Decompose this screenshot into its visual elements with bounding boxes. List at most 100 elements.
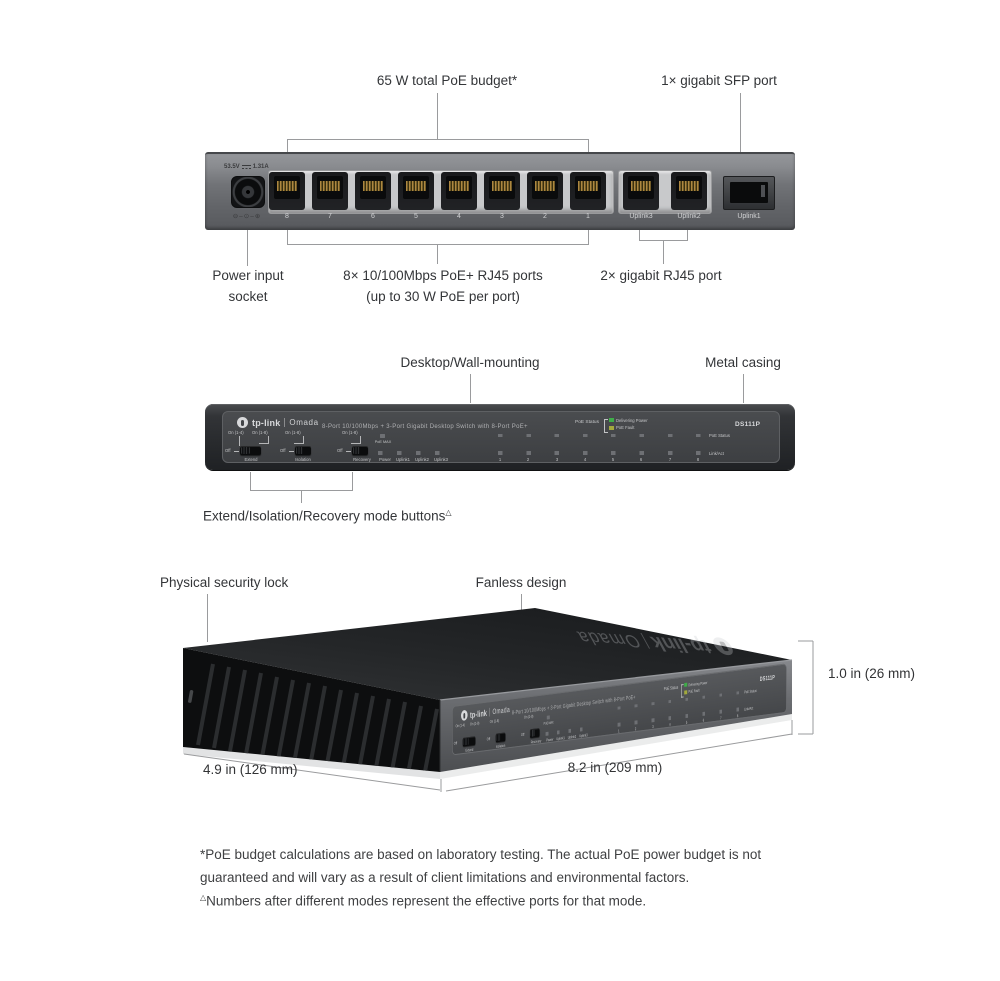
rj45-port xyxy=(398,172,434,210)
callout-metal-casing: Metal casing xyxy=(705,355,781,370)
callout-poe-budget: 65 W total PoE budget* xyxy=(376,73,518,88)
port-number: 8 xyxy=(285,213,289,220)
brand-text: tp-link xyxy=(252,417,281,428)
sfp-port xyxy=(723,176,775,210)
port-led-number: 3 xyxy=(652,724,654,729)
rj45-port xyxy=(527,172,563,210)
callout-line xyxy=(740,93,741,173)
port-led-number: 2 xyxy=(634,726,637,732)
switch-bracket xyxy=(351,436,361,444)
legend-label: PoE Status xyxy=(663,685,679,693)
base-strip-front xyxy=(440,714,792,779)
isolation-on-label: On (1-8) xyxy=(489,718,500,724)
port-led-number: 5 xyxy=(611,457,615,462)
switch-bracket xyxy=(259,436,269,444)
family-text: Omada xyxy=(492,705,510,717)
legend-yellow-icon xyxy=(609,425,614,430)
poe-max-led xyxy=(546,715,550,720)
security-lock-slot xyxy=(188,689,194,703)
poe-max-label: PoE MAX xyxy=(374,439,392,444)
switch-tick xyxy=(239,436,240,446)
poe-max-led xyxy=(380,434,385,438)
callout-line xyxy=(663,240,664,264)
base-strip-left xyxy=(183,747,440,779)
callout-rj45-detail: (up to 30 W PoE per port) xyxy=(366,289,520,304)
family-text: Omada xyxy=(572,627,645,652)
legend-green-label: Delivering Power xyxy=(616,417,648,423)
port-led-number: 1 xyxy=(498,457,502,462)
dim-height: 1.0 in (26 mm) xyxy=(828,666,916,681)
panel-subtitle: 8-Port 10/100Mbps + 3-Port Gigabit Deskt… xyxy=(322,424,528,430)
recovery-switch xyxy=(530,728,540,738)
rj45-port xyxy=(312,172,348,210)
logo-divider xyxy=(284,418,286,427)
callout-line xyxy=(743,374,744,403)
extend-name: Extend xyxy=(244,457,258,462)
polarity-icon: ⊖–⊙–⊕ xyxy=(232,213,262,220)
extend-on1-label: On (1-4) xyxy=(228,430,244,435)
dim-depth: 4.9 in (126 mm) xyxy=(203,762,298,777)
family-text: Omada xyxy=(289,418,319,427)
uplink3-label: Uplink3 xyxy=(434,457,448,462)
callout-line xyxy=(639,230,640,240)
extend-switch xyxy=(462,736,476,747)
depth-line xyxy=(183,753,441,791)
callout-rj45-ports: 8× 10/100Mbps PoE+ RJ45 ports xyxy=(343,268,543,283)
callout-fanless: Fanless design xyxy=(475,575,567,590)
callout-sfp-port: 1× gigabit SFP port xyxy=(661,73,777,88)
callout-line xyxy=(352,472,353,490)
port-number: 4 xyxy=(457,213,461,220)
uplink1-label: Uplink1 xyxy=(737,213,761,220)
model-label: DS111P xyxy=(735,421,761,428)
legend-green-icon xyxy=(684,682,687,687)
isolation-switch[interactable] xyxy=(295,446,311,455)
callout-line xyxy=(207,594,208,642)
switch-bracket xyxy=(294,436,304,444)
port-led-number: 7 xyxy=(668,457,672,462)
uplink3-port xyxy=(623,172,659,210)
mode-buttons-footnote-marker: △ xyxy=(445,508,452,517)
logo: tp-link Omada xyxy=(237,416,319,429)
row-poe-label: PoE Status xyxy=(709,433,730,438)
rj45-port xyxy=(355,172,391,210)
footnote-marker: △ xyxy=(200,893,207,902)
legend-yellow-icon xyxy=(684,689,687,694)
port-led-number: 3 xyxy=(555,457,559,462)
port-led-number: 6 xyxy=(639,457,643,462)
uplink2-label: Uplink2 xyxy=(415,457,429,462)
isolation-name: Isolation xyxy=(295,457,311,462)
off-dash xyxy=(346,451,351,452)
voltage-label: 53.5V xyxy=(224,164,240,170)
port-led-number: 4 xyxy=(583,457,587,462)
extend-on1-label: On (1-4) xyxy=(455,722,465,729)
port-led-number: 8 xyxy=(736,713,739,719)
port-led-number: 7 xyxy=(720,715,722,721)
extend-name: Extend xyxy=(465,746,474,753)
isolation-name: Isolation xyxy=(495,742,506,749)
front-top-edge xyxy=(439,659,793,701)
row-link-label: Link/Act xyxy=(744,705,754,712)
port-number: 7 xyxy=(328,213,332,220)
uplink2-label: Uplink2 xyxy=(677,213,701,220)
rj45-port xyxy=(570,172,606,210)
extend-on2-label: On (1-8) xyxy=(470,720,480,727)
uplink2-port xyxy=(671,172,707,210)
brand-text: tp-link xyxy=(646,631,716,658)
callout-security-lock: Physical security lock xyxy=(160,575,289,590)
extend-switch[interactable] xyxy=(240,446,261,455)
extend-off-label: Off xyxy=(225,448,231,453)
recovery-on-label: On (1-8) xyxy=(342,430,358,435)
mode-buttons-text: Extend/Isolation/Recovery mode buttons xyxy=(203,508,446,524)
recovery-switch[interactable] xyxy=(352,446,368,455)
front-panel: tp-link Omada 8-Port 10/100Mbps + 3-Port… xyxy=(222,411,780,463)
callout-line xyxy=(437,93,438,139)
dc-symbol-icon xyxy=(241,164,251,170)
rj45-port xyxy=(441,172,477,210)
tplink-logo-icon xyxy=(461,709,468,722)
port-led-number: 4 xyxy=(669,721,671,727)
port-led-number: 5 xyxy=(685,719,688,725)
rj45-port xyxy=(269,172,305,210)
isolation-off-label: Off xyxy=(486,736,491,742)
isolation-off-label: Off xyxy=(280,448,286,453)
callout-line xyxy=(287,230,288,244)
